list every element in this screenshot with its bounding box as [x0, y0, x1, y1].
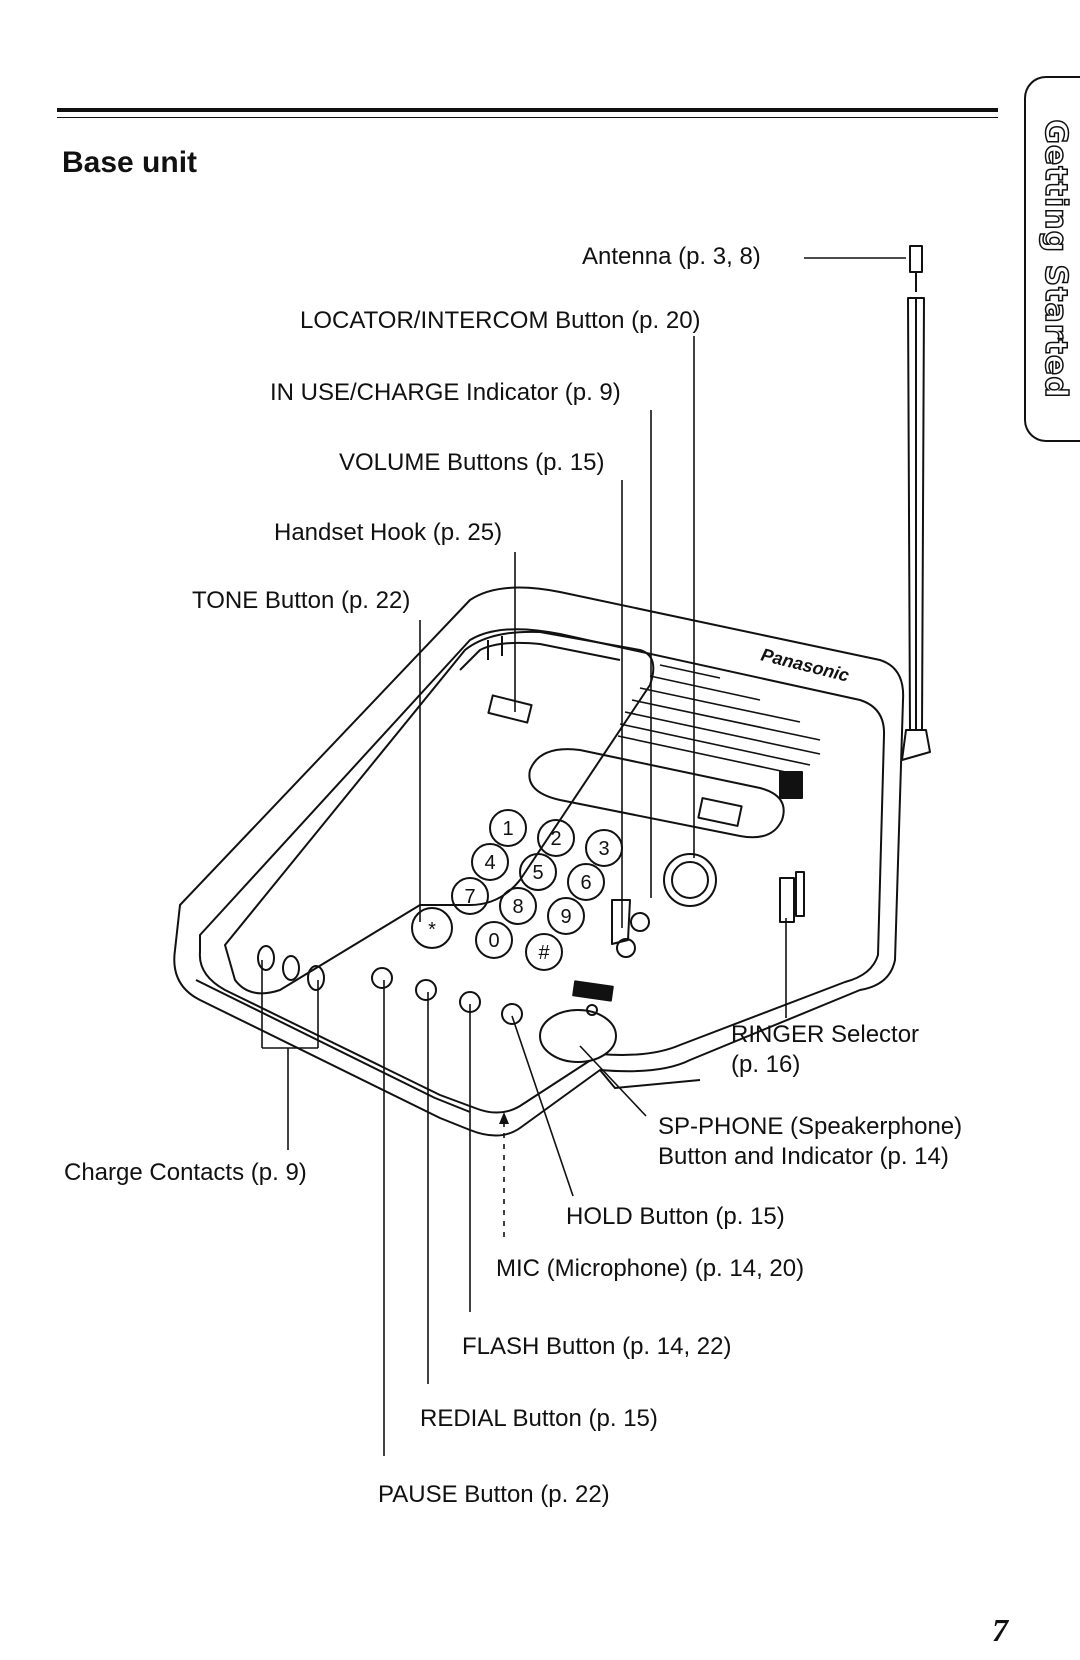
volume-label: VOLUME Buttons (p. 15)	[339, 449, 605, 476]
in-use-charge-label: IN USE/CHARGE Indicator (p. 9)	[270, 379, 621, 406]
redial-label: REDIAL Button (p. 15)	[420, 1405, 658, 1432]
ringer-label-line2: (p. 16)	[731, 1051, 801, 1078]
function-buttons-drawing	[371, 967, 617, 1063]
page-number: 7	[992, 1612, 1008, 1648]
base-unit-body	[173, 586, 905, 1137]
keypad-key-5: 5	[532, 862, 543, 884]
keypad-key-3: 3	[598, 838, 609, 860]
keypad-key-star: *	[428, 919, 436, 941]
hold-leader	[511, 1015, 574, 1197]
sp-phone-label-line1: SP-PHONE (Speakerphone)	[658, 1113, 963, 1140]
flash-label: FLASH Button (p. 14, 22)	[462, 1333, 732, 1360]
side-tab[interactable]: Getting Started	[1024, 76, 1080, 442]
handset-cradle	[224, 630, 655, 995]
ringer-switch-drawing	[779, 871, 805, 923]
sp-phone-leader	[579, 1045, 647, 1117]
locator-intercom-button-drawing	[663, 853, 717, 907]
hold-label: HOLD Button (p. 15)	[566, 1203, 785, 1230]
keypad-key-4: 4	[484, 852, 495, 874]
top-rule	[57, 108, 998, 112]
sp-phone-label: SP-PHONE (Speakerphone) Button and Indic…	[658, 1112, 962, 1172]
ringer-label: RINGER Selector (p. 16)	[731, 1020, 919, 1080]
keypad-key-pound: #	[538, 942, 550, 964]
mic-arrow	[499, 1112, 509, 1124]
sp-phone-label-line2: Button and Indicator (p. 14)	[658, 1143, 949, 1170]
display-panel	[528, 748, 803, 839]
handset-hook-label: Handset Hook (p. 25)	[274, 519, 503, 546]
locator-intercom-label: LOCATOR/INTERCOM Button (p. 20)	[300, 307, 701, 334]
top-rule-thin	[57, 117, 998, 118]
leader-lines	[261, 257, 906, 1456]
keypad-key-7: 7	[464, 886, 475, 908]
keypad-key-8: 8	[512, 896, 523, 918]
keypad-key-1: 1	[502, 818, 513, 840]
antenna-drawing	[901, 245, 931, 761]
charge-contacts-label: Charge Contacts (p. 9)	[64, 1159, 307, 1186]
volume-buttons-drawing	[611, 899, 650, 958]
keypad-key-6: 6	[580, 872, 591, 894]
tone-label: TONE Button (p. 22)	[192, 587, 411, 614]
antenna-label: Antenna (p. 3, 8)	[582, 243, 761, 270]
keypad-key-2: 2	[550, 828, 561, 850]
mic-label: MIC (Microphone) (p. 14, 20)	[496, 1255, 805, 1282]
pause-label: PAUSE Button (p. 22)	[378, 1481, 610, 1508]
keypad-key-0: 0	[488, 930, 499, 952]
ringer-label-line1: RINGER Selector	[731, 1021, 920, 1048]
section-heading: Base unit	[62, 146, 198, 179]
keypad-key-9: 9	[560, 906, 571, 928]
